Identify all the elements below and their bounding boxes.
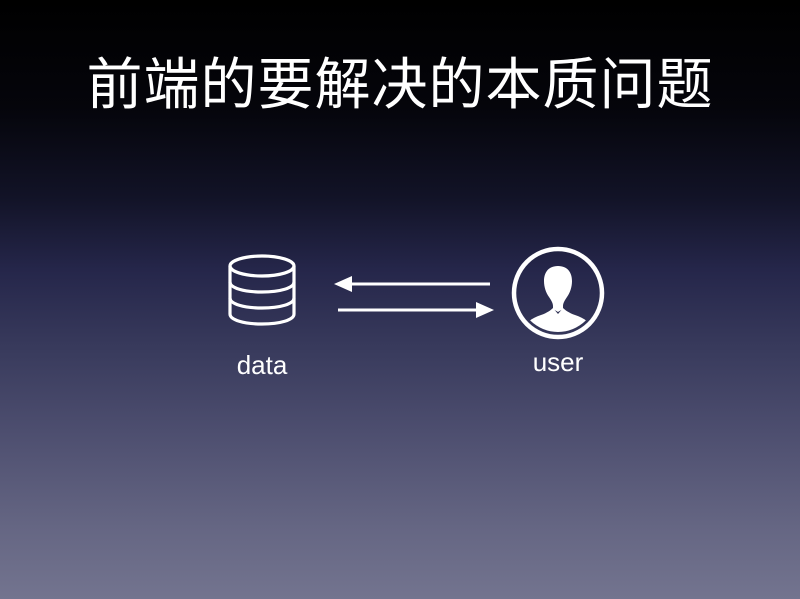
slide-title: 前端的要解决的本质问题 bbox=[86, 53, 714, 118]
bidirectional-arrows bbox=[332, 270, 496, 322]
user-avatar-icon bbox=[511, 246, 605, 340]
database-icon bbox=[226, 253, 298, 327]
user-label: user bbox=[532, 347, 584, 377]
arrow-left-icon bbox=[334, 276, 490, 292]
arrow-right-icon bbox=[338, 302, 494, 318]
data-label: data bbox=[236, 350, 288, 380]
